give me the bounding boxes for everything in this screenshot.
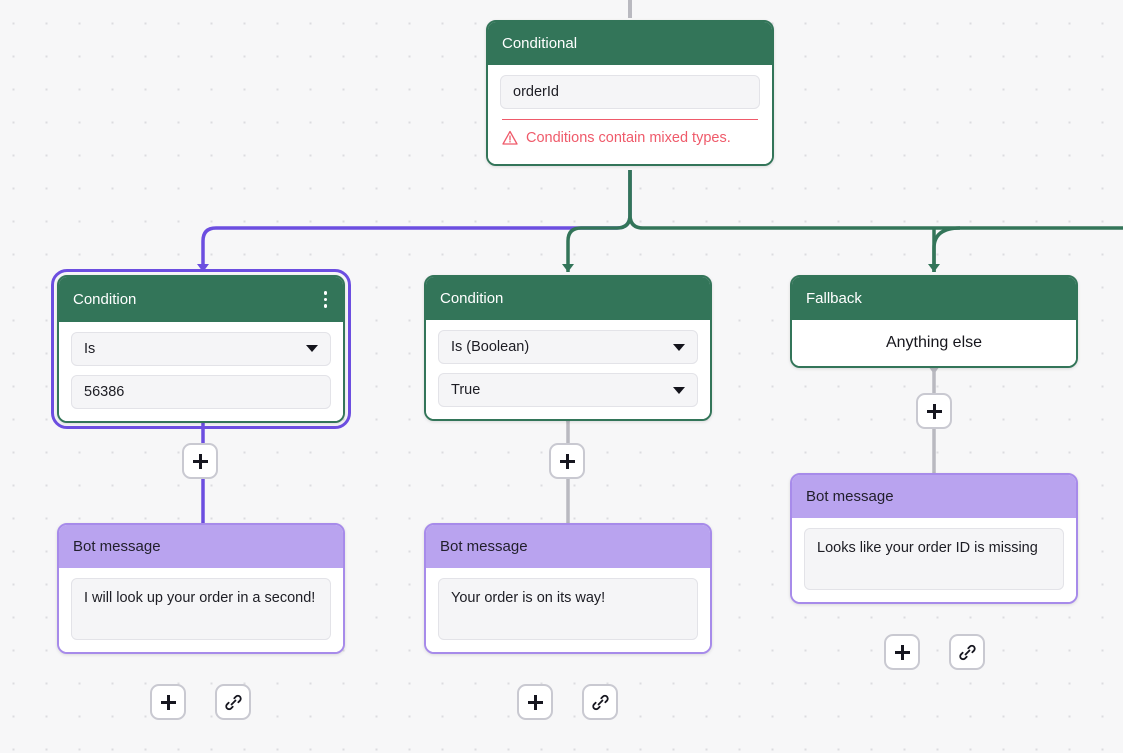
edge-to-condition-middle [566, 170, 632, 272]
condition-middle-operator-select[interactable]: Is (Boolean) [438, 330, 698, 364]
condition-left-body: Is 56386 [59, 321, 343, 421]
bot-message-right-text[interactable]: Looks like your order ID is missing [804, 528, 1064, 590]
condition-middle-operand-value: True [451, 382, 481, 398]
condition-left-operator-value: Is [84, 340, 96, 357]
edge-to-right-offcanvas [628, 170, 1123, 230]
conditional-error-text: Conditions contain mixed types. [526, 130, 731, 146]
node-conditional[interactable]: Conditional orderId Conditions contain m… [486, 20, 774, 166]
node-condition-left[interactable]: Condition Is 56386 [51, 269, 351, 429]
fallback-header: Fallback [792, 277, 1076, 320]
plus-icon [192, 453, 208, 469]
plus-icon [559, 453, 575, 469]
condition-middle-body: Is (Boolean) True [426, 320, 710, 419]
fallback-body-text: Anything else [792, 320, 1076, 366]
add-node-button-middle-branch[interactable] [549, 443, 585, 479]
condition-middle-operand-select[interactable]: True [438, 373, 698, 407]
kebab-menu-icon[interactable] [322, 291, 330, 308]
chevron-down-icon [673, 386, 685, 394]
add-node-button-middle-end[interactable] [517, 684, 553, 720]
add-node-button-left-branch[interactable] [182, 443, 218, 479]
conditional-body: orderId Conditions contain mixed types. [488, 65, 772, 164]
condition-left-operator-select[interactable]: Is [71, 331, 331, 366]
chevron-down-icon [673, 343, 685, 351]
conditional-variable-input[interactable]: orderId [500, 75, 760, 109]
edge-arrow-fallback [928, 264, 940, 272]
bot-message-left-header: Bot message [59, 525, 343, 568]
plus-icon [926, 403, 942, 419]
error-divider [502, 119, 758, 120]
edge-arrow-middle [562, 264, 574, 272]
link-node-button-left-end[interactable] [215, 684, 251, 720]
plus-icon [160, 694, 176, 710]
bot-message-left-text[interactable]: I will look up your order in a second! [71, 578, 331, 640]
link-node-button-right-end[interactable] [949, 634, 985, 670]
add-node-button-right-end[interactable] [884, 634, 920, 670]
condition-left-operand-value: 56386 [84, 383, 125, 400]
add-node-button-left-end[interactable] [150, 684, 186, 720]
fallback-title: Fallback [806, 290, 862, 307]
condition-left-header: Condition [59, 277, 343, 322]
condition-middle-title: Condition [440, 290, 504, 307]
link-node-button-middle-end[interactable] [582, 684, 618, 720]
conditional-variable-value: orderId [513, 84, 559, 100]
warning-triangle-icon [502, 130, 518, 145]
bot-message-right-body: Looks like your order ID is missing [792, 518, 1076, 602]
plus-icon [527, 694, 543, 710]
plus-icon [894, 644, 910, 660]
bot-message-right-header: Bot message [792, 475, 1076, 518]
edge-arrow-left [197, 264, 209, 272]
node-bot-message-middle[interactable]: Bot message Your order is on its way! [424, 523, 712, 654]
conditional-error: Conditions contain mixed types. [500, 120, 760, 152]
conditional-header: Conditional [488, 22, 772, 65]
bot-message-middle-header: Bot message [426, 525, 710, 568]
condition-left-title: Condition [73, 290, 137, 308]
condition-middle-header: Condition [426, 277, 710, 320]
bot-message-middle-body: Your order is on its way! [426, 568, 710, 652]
node-fallback[interactable]: Fallback Anything else [790, 275, 1078, 368]
add-node-button-fallback-branch[interactable] [916, 393, 952, 429]
condition-middle-operator-value: Is (Boolean) [451, 339, 530, 355]
bot-message-left-body: I will look up your order in a second! [59, 568, 343, 652]
condition-left-operand-input[interactable]: 56386 [71, 374, 331, 409]
bot-message-middle-text[interactable]: Your order is on its way! [438, 578, 698, 640]
link-chain-icon [958, 644, 976, 660]
link-chain-icon [591, 694, 609, 710]
node-bot-message-right[interactable]: Bot message Looks like your order ID is … [790, 473, 1078, 604]
link-chain-icon [224, 694, 242, 710]
node-condition-middle[interactable]: Condition Is (Boolean) True [424, 275, 712, 421]
node-bot-message-left[interactable]: Bot message I will look up your order in… [57, 523, 345, 654]
conditional-title: Conditional [502, 35, 578, 52]
chevron-down-icon [306, 345, 318, 352]
edge-to-condition-left [201, 214, 632, 272]
